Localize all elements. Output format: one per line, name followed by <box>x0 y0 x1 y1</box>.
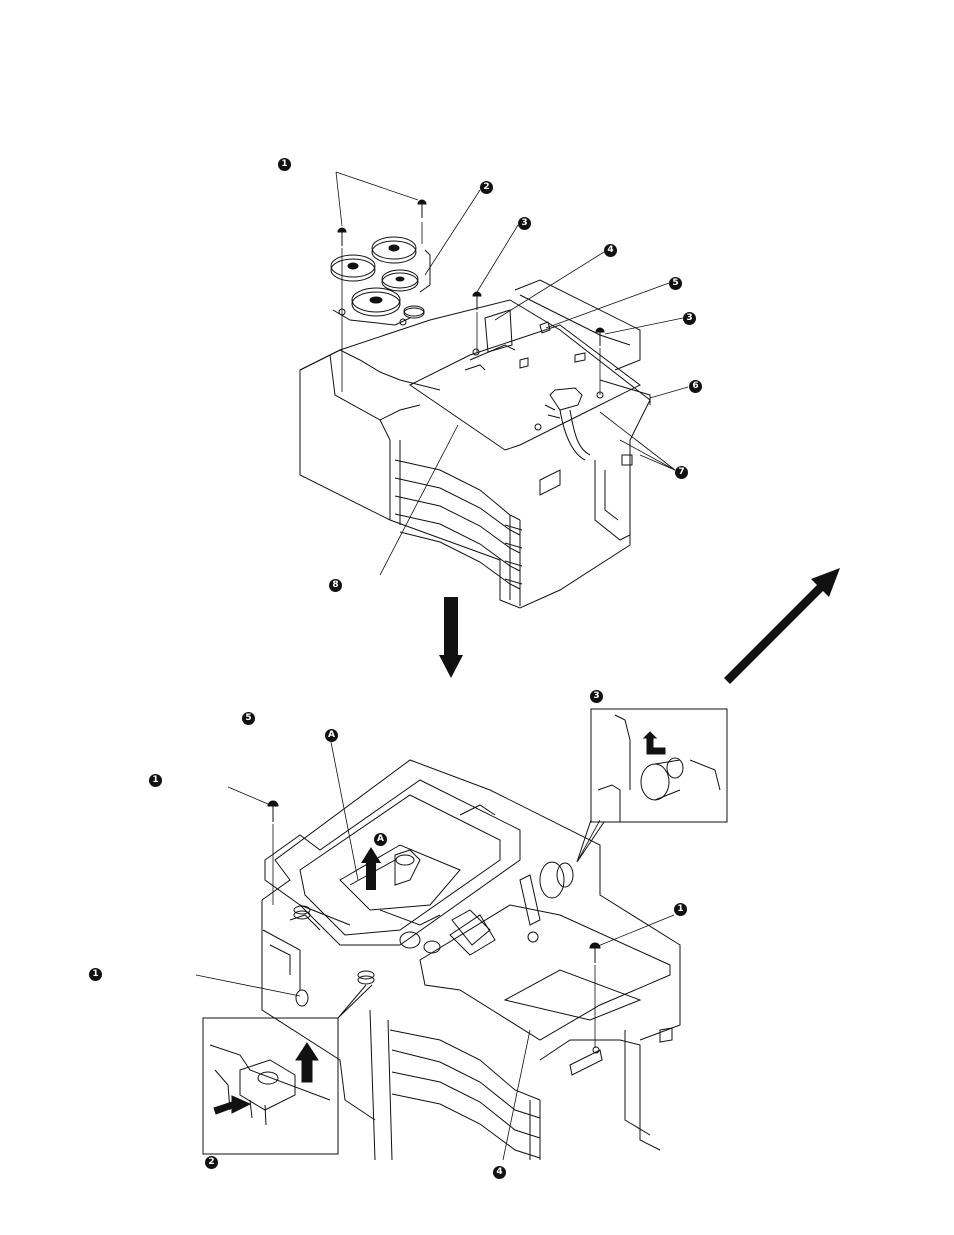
leader-lines-top <box>336 172 688 575</box>
top-frame <box>265 780 520 945</box>
pcb-board <box>410 280 650 460</box>
motor-parts <box>400 862 573 953</box>
callout-bottom-1a: 1 <box>149 774 162 787</box>
callout-bottom-5: 5 <box>242 712 255 725</box>
callout-bottom-4: 4 <box>493 1166 506 1179</box>
callout-bottom-2: 2 <box>205 1156 218 1169</box>
lower-plate <box>420 875 670 1053</box>
callout-top-6: 6 <box>689 380 702 393</box>
callout-top-2: 2 <box>480 181 493 194</box>
callout-bottom-3: 3 <box>590 690 603 703</box>
flow-arrows <box>439 568 840 684</box>
lift-arrow <box>361 847 381 890</box>
gear-assembly <box>331 237 430 325</box>
up-right-arrow <box>724 568 840 684</box>
callout-bottom-a2: A <box>374 833 387 846</box>
callout-top-3: 3 <box>518 217 531 230</box>
detail-box-2 <box>203 985 372 1154</box>
callout-top-5: 5 <box>669 277 682 290</box>
upper-chassis <box>300 300 650 608</box>
callout-top-1: 1 <box>278 158 291 171</box>
down-arrow <box>439 597 463 678</box>
callout-bottom-1b: 1 <box>674 903 687 916</box>
callout-bottom-a: A <box>325 729 338 742</box>
callout-top-8: 8 <box>329 579 342 592</box>
lower-chassis <box>262 760 680 1160</box>
callout-top-7: 7 <box>675 466 688 479</box>
callout-bottom-1c: 1 <box>89 968 102 981</box>
detail-box-3 <box>577 709 727 862</box>
callout-top-3b: 3 <box>683 312 696 325</box>
screws-top <box>338 200 604 346</box>
callout-top-4: 4 <box>604 244 617 257</box>
